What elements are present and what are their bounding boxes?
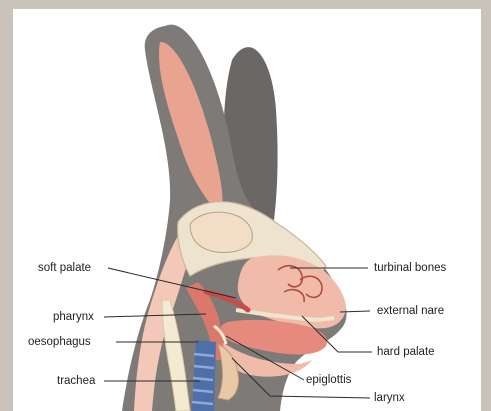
label-oesophagus: oesophagus bbox=[28, 335, 91, 349]
label-external-nare: external nare bbox=[377, 304, 444, 318]
label-larynx: larynx bbox=[374, 391, 405, 405]
label-hard-palate: hard palate bbox=[377, 345, 435, 359]
label-epiglottis: epiglottis bbox=[306, 373, 351, 387]
label-trachea: trachea bbox=[57, 374, 95, 388]
label-pharynx: pharynx bbox=[53, 310, 94, 324]
label-soft-palate: soft palate bbox=[38, 261, 91, 275]
label-turbinal-bones: turbinal bones bbox=[374, 261, 446, 275]
trachea bbox=[192, 340, 216, 411]
